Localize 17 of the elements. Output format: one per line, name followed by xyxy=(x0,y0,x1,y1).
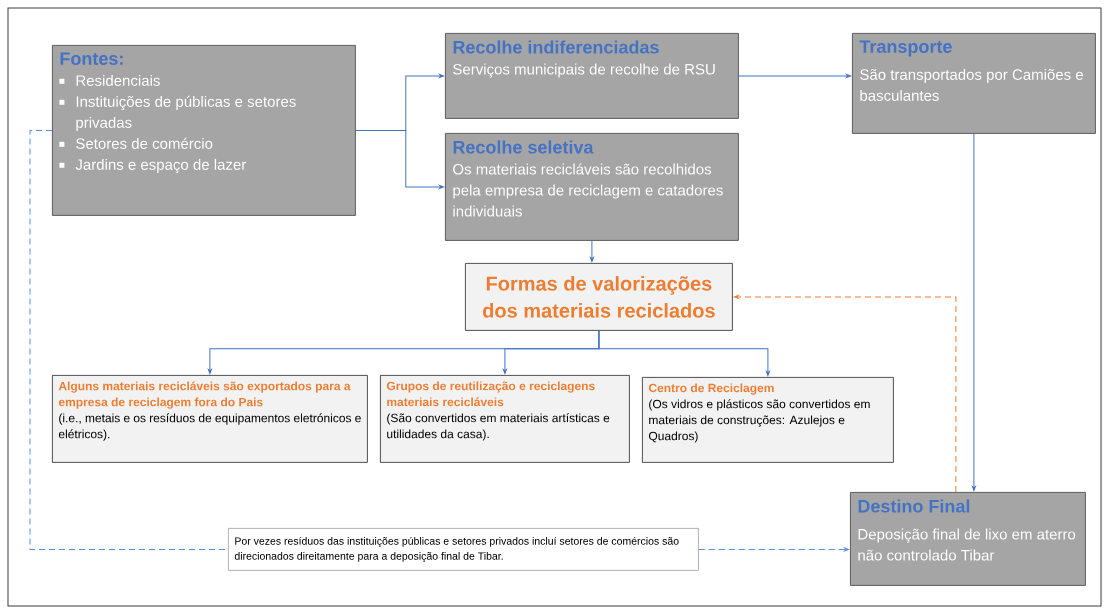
arrow xyxy=(733,295,957,493)
result-box: Centro de Reciclagem (Os vidros e plásticos são convertidos em materiais de construções: Azulejos e Quadros) xyxy=(642,377,894,463)
arrow xyxy=(972,133,976,491)
process-box: Formas de valorizações dos materiais reciclados xyxy=(465,263,733,331)
source-list-box: Fontes: Residenciais Instituições de públicas e setores privadas Setores de comércio Jardins e espaço de lazer xyxy=(52,45,356,216)
note-box: Por vezes resíduos das instituições públicas e setores privados incluí setores de comércios são direcionados direitamente para a deposição final de Tibar. xyxy=(228,528,699,571)
result-box: Alguns materiais recicláveis são exportados para a empresa de reciclagem fora do Pais (i.e., metais e os resíduos de equipamentos eletrónicos e elétricos). xyxy=(52,375,368,463)
process-box: Transporte São transportados por Camiões e basculantes xyxy=(852,33,1096,134)
arrow xyxy=(738,74,851,78)
arrow xyxy=(355,129,444,189)
process-box: Recolhe seletiva Os materiais recicláveis são recolhidos pela empresa de reciclagem e catadores individuais xyxy=(445,133,739,241)
process-box: Recolhe indiferenciadas Serviços municipais de recolhe de RSU xyxy=(445,33,739,119)
process-box: Destino Final Deposição final de lixo em aterro não controlado Tibar xyxy=(850,492,1086,586)
arrow xyxy=(598,330,770,376)
arrow xyxy=(590,240,594,262)
arrow xyxy=(698,547,850,552)
result-box: Grupos de reutilização e reciclagens materiais recicláveis (São convertidos em materiais artísticas e utilidades da casa). xyxy=(380,375,630,463)
